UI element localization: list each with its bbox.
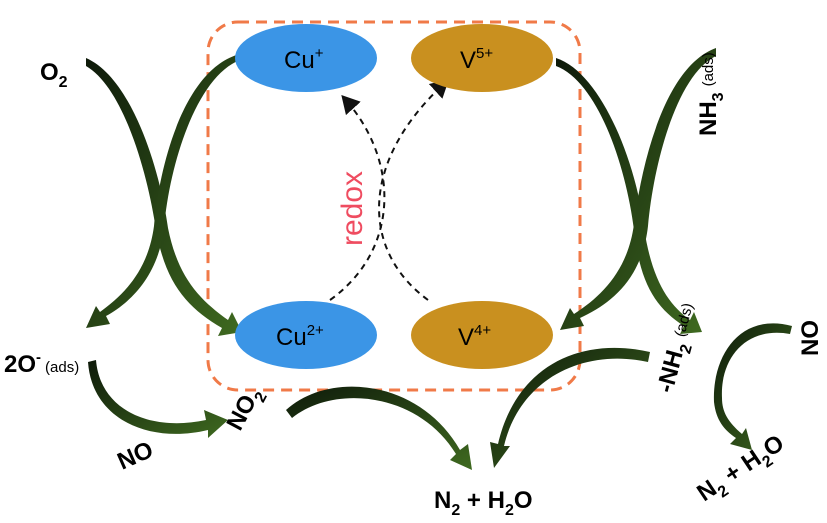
redox-arrow-left bbox=[329, 95, 386, 301]
cu-plus-sup: + bbox=[315, 45, 324, 62]
redox-arrow-right bbox=[378, 79, 449, 301]
species-nh3: NH3(ads) bbox=[695, 52, 727, 136]
arrow-o-ads-to-no2 bbox=[88, 360, 228, 438]
v5-ellipse bbox=[411, 24, 553, 92]
species-o-ads: 2O-(ads) bbox=[4, 349, 79, 378]
node-cu-plus: Cu+ bbox=[235, 24, 377, 92]
svg-text:Cu2+: Cu2+ bbox=[276, 322, 324, 351]
arrow-cuplus-to-o-ads bbox=[86, 54, 240, 328]
arrow-nh3-to-v4 bbox=[560, 48, 716, 330]
svg-text:Cu+: Cu+ bbox=[284, 45, 324, 74]
cu2-ellipse bbox=[235, 301, 377, 369]
svg-text:V4+: V4+ bbox=[458, 322, 491, 351]
arrow-nh2-to-n2h2o-center bbox=[490, 347, 650, 468]
node-cu2: Cu2+ bbox=[235, 301, 377, 369]
redox-label: redox bbox=[336, 171, 369, 246]
v5-sup: 5+ bbox=[476, 45, 493, 62]
v4-base: V bbox=[458, 324, 474, 351]
cu2-base: Cu bbox=[276, 324, 307, 351]
species-nh2: -NH2(ads) bbox=[652, 300, 707, 397]
v4-ellipse bbox=[411, 301, 553, 369]
v5-base: V bbox=[460, 47, 476, 74]
v4-sup: 4+ bbox=[474, 322, 491, 339]
arrow-no-right-to-n2h2o-right bbox=[713, 323, 792, 450]
cu-plus-base: Cu bbox=[284, 47, 315, 74]
arrow-no2-to-n2h2o bbox=[286, 386, 472, 470]
species-o2: O2 bbox=[40, 59, 68, 91]
arrow-v5-to-nh2 bbox=[556, 58, 702, 334]
redox-box bbox=[206, 20, 582, 392]
svg-text:-NH2(ads): -NH2(ads) bbox=[652, 300, 707, 397]
species-no-right: NO bbox=[797, 320, 824, 356]
species-n2h2o-center: N2 + H2O bbox=[434, 487, 533, 519]
node-v5: V5+ bbox=[411, 24, 553, 92]
svg-text:V5+: V5+ bbox=[460, 45, 493, 74]
svg-text:NH3(ads): NH3(ads) bbox=[695, 52, 727, 136]
cu2-sup: 2+ bbox=[307, 322, 324, 339]
species-no-left: NO bbox=[113, 436, 157, 475]
cu-plus-ellipse bbox=[235, 24, 377, 92]
node-v4: V4+ bbox=[411, 301, 553, 369]
